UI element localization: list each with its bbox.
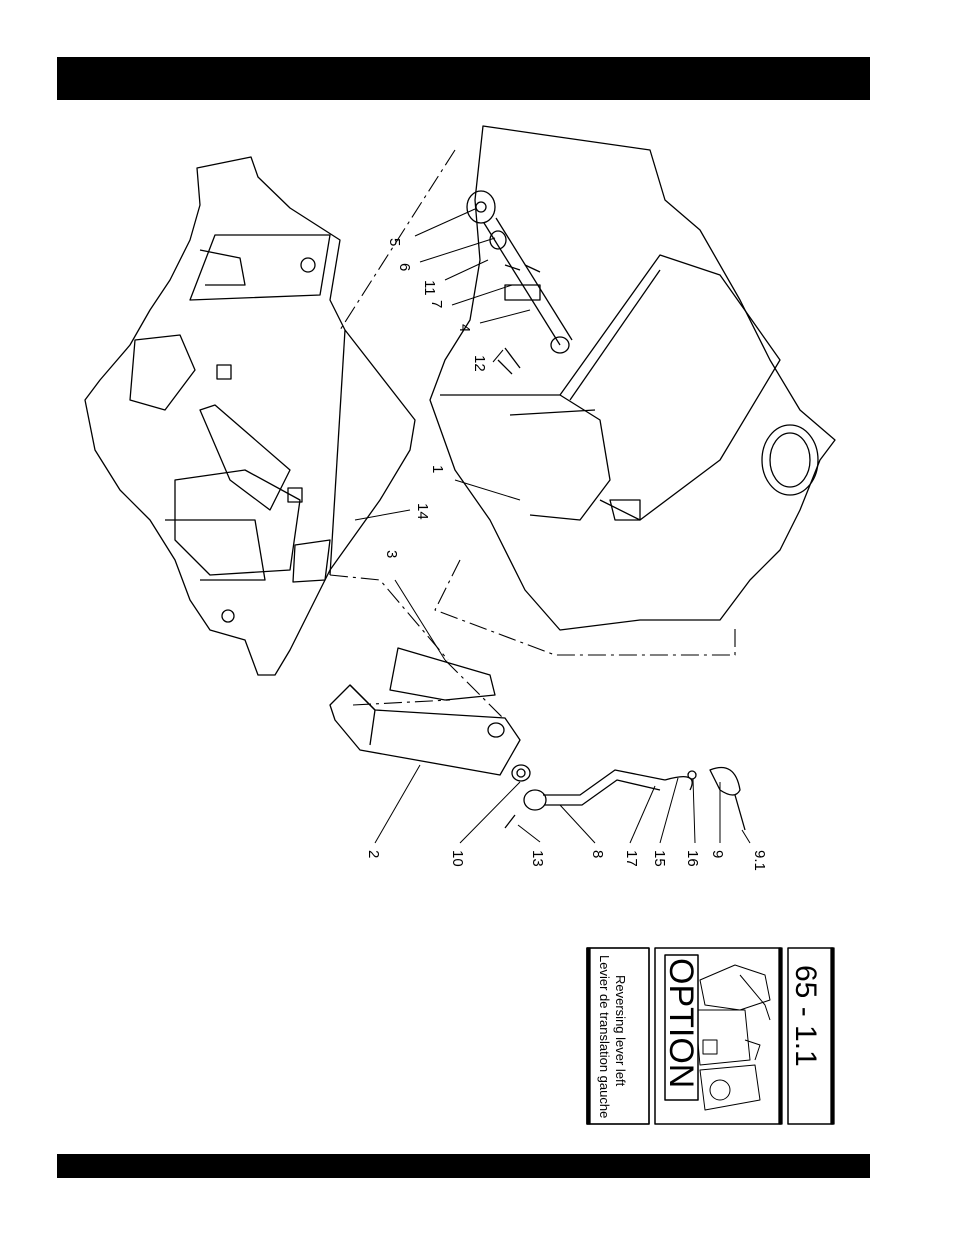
option-machine-image	[695, 965, 770, 1110]
callout-11: 11	[421, 280, 438, 296]
callout-17: 17	[623, 850, 640, 867]
title-fr: Levier de translation gauche	[597, 955, 612, 1118]
lever-8	[505, 765, 745, 830]
title-box: OPTION 65 - 1.1 Reversing lever left Lev…	[587, 948, 834, 1124]
section-number: 65 - 1.1	[789, 965, 822, 1067]
callout-13: 13	[529, 850, 546, 867]
callout-14: 14	[414, 503, 431, 520]
callout-6: 6	[396, 263, 413, 271]
title-en: Reversing lever left	[613, 975, 628, 1087]
callout-16: 16	[684, 850, 701, 867]
callout-7: 7	[428, 300, 445, 308]
option-label: OPTION	[662, 958, 700, 1088]
callout-2: 2	[365, 850, 382, 858]
shaft-assembly	[467, 191, 572, 374]
callout-9-1: 9.1	[751, 850, 768, 871]
housing-1	[430, 126, 835, 630]
callout-1: 1	[429, 465, 446, 473]
callout-labels: 5 6 11 7 4 12 1 14 3 2 10 13 8 17 15 16 …	[365, 238, 768, 871]
callout-4: 4	[456, 324, 473, 332]
callout-10: 10	[449, 850, 466, 867]
bracket-2	[330, 685, 520, 775]
callout-9: 9	[709, 850, 726, 858]
callout-8: 8	[589, 850, 606, 858]
callout-5: 5	[386, 238, 403, 246]
assembly-lines	[330, 150, 735, 720]
callout-15: 15	[651, 850, 668, 867]
leader-lines	[355, 209, 750, 843]
callout-3: 3	[383, 550, 400, 558]
callout-12: 12	[471, 355, 488, 372]
chassis-frame	[85, 157, 415, 675]
